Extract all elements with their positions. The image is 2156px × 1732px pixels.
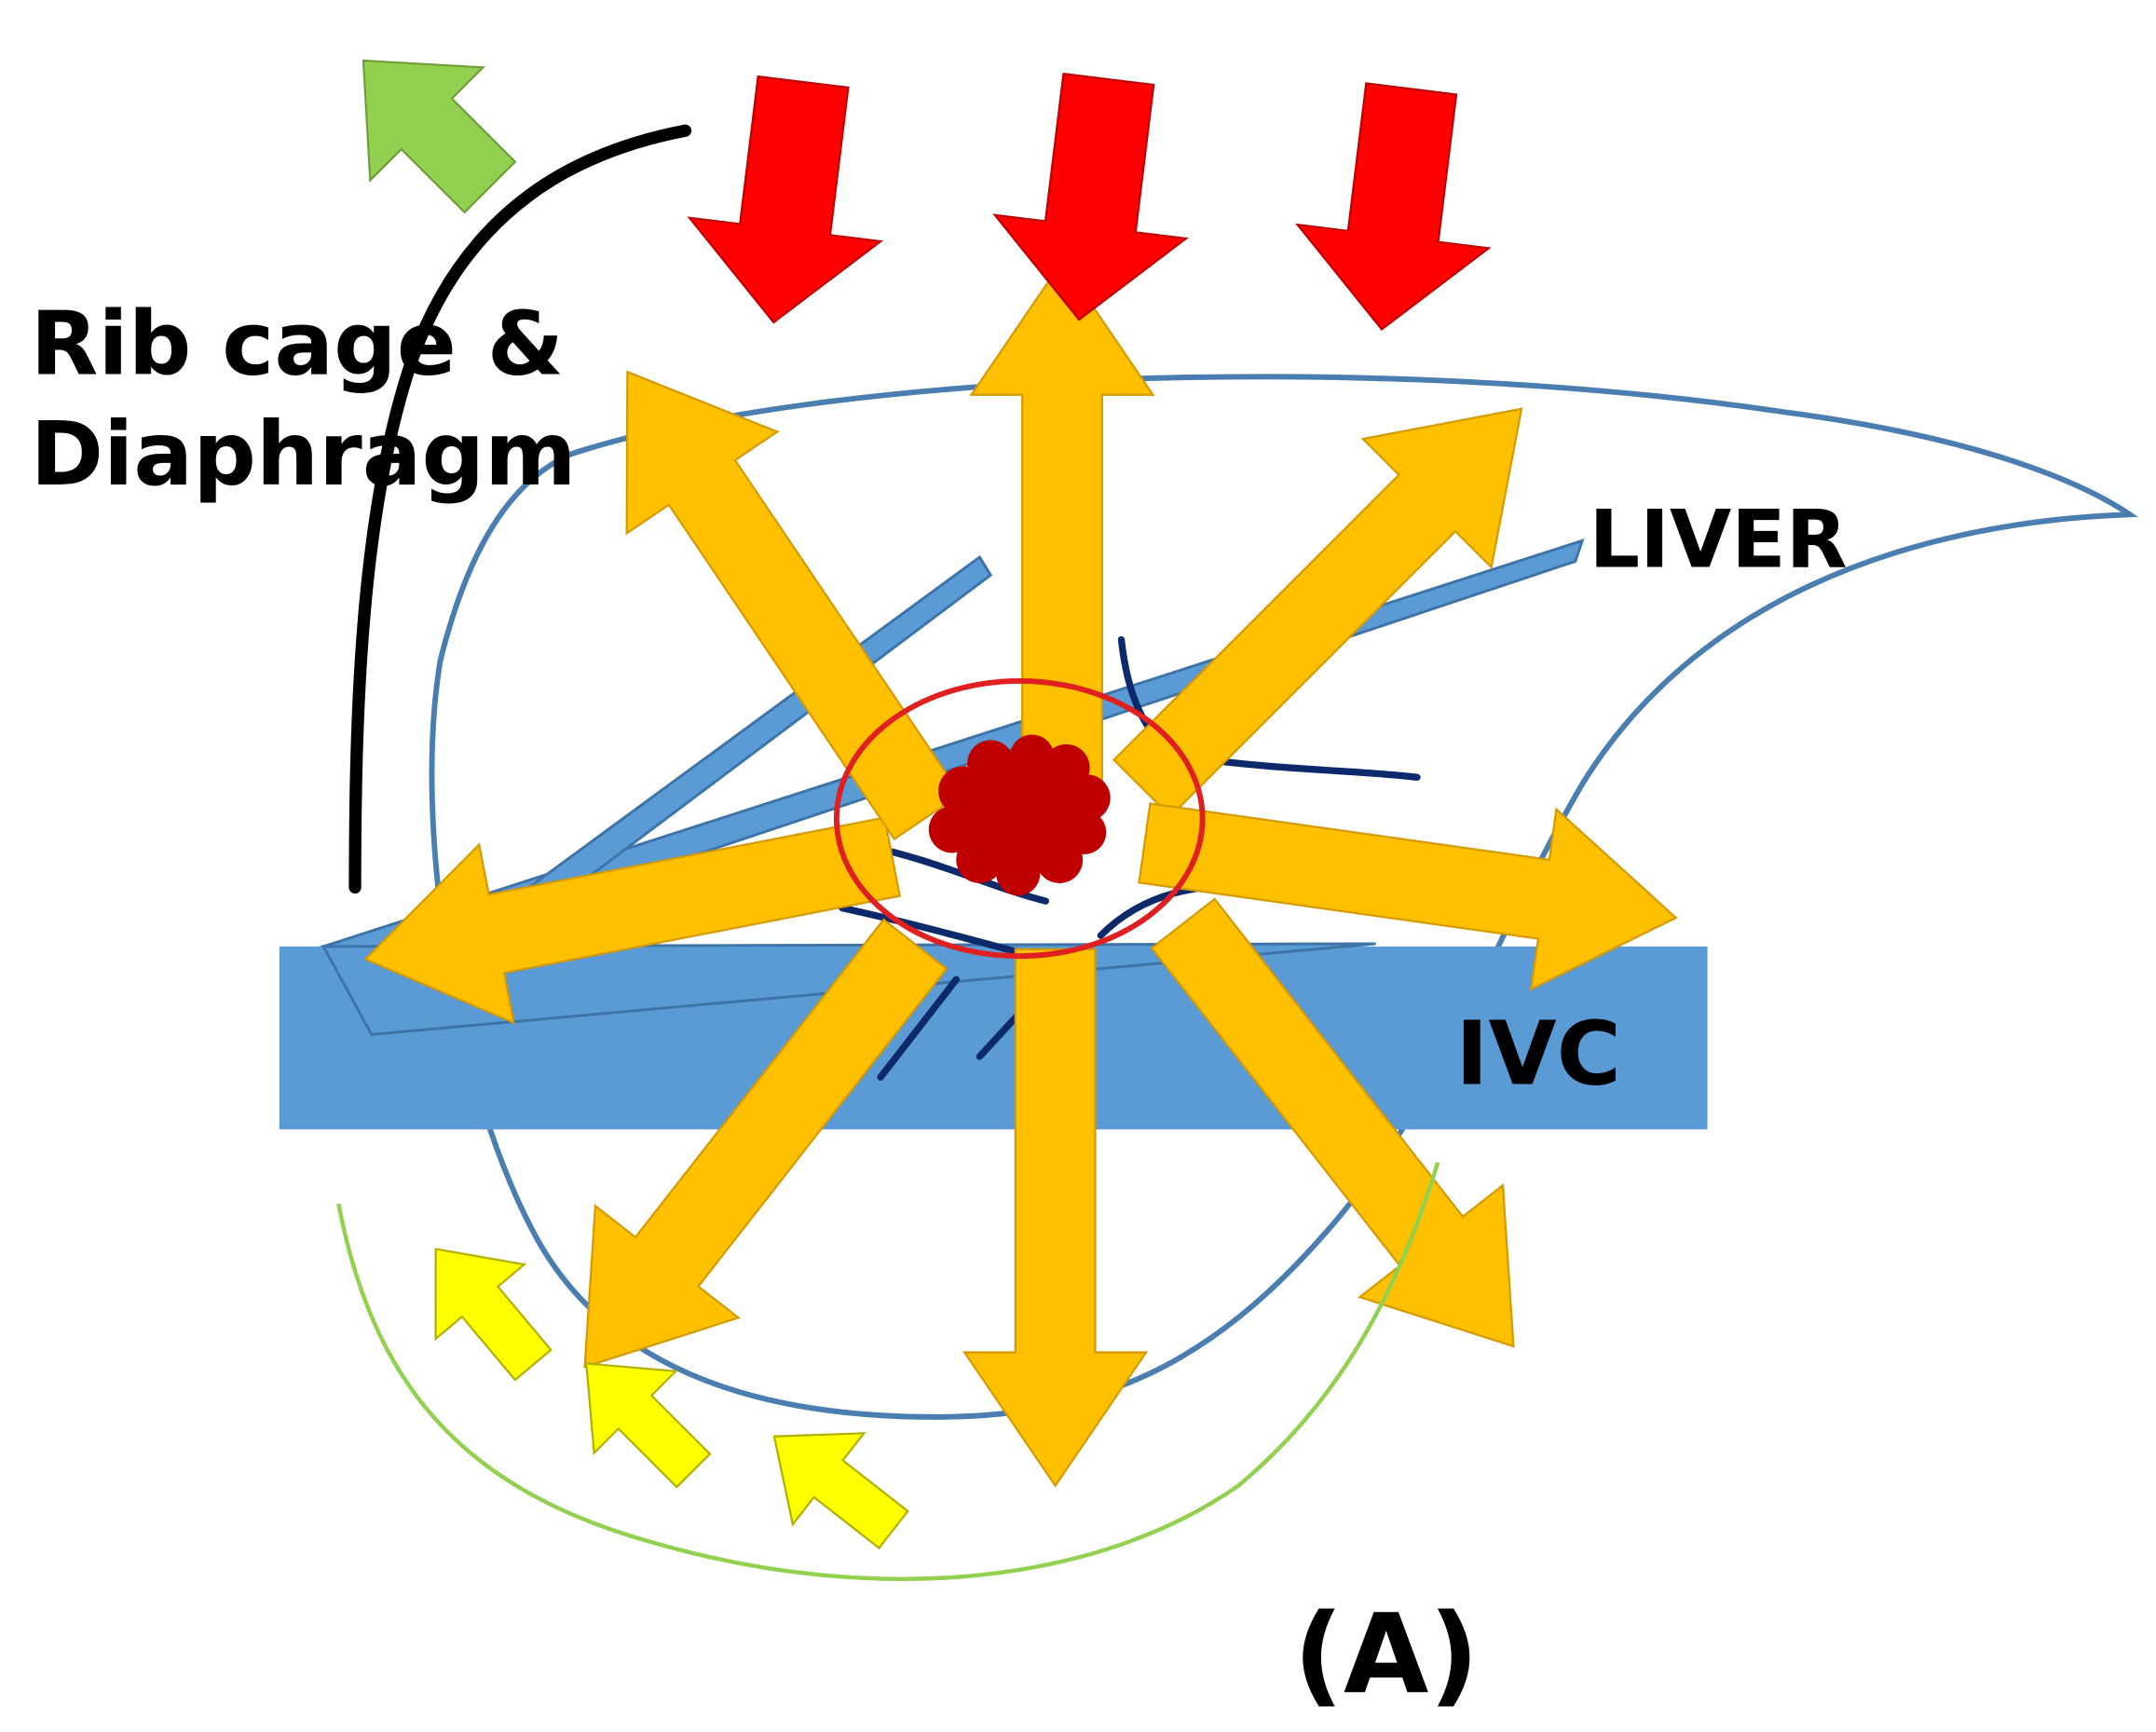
pressure-arrows: [687, 72, 1492, 331]
radial-arrow-icon: [583, 918, 948, 1369]
down-arrow-icon: [1295, 82, 1492, 331]
rib-cage-line: [348, 124, 692, 894]
radial-arrow-icon: [1112, 407, 1523, 818]
up-left-arrow-icon: [362, 59, 517, 214]
ivc-label: IVC: [1455, 1003, 1621, 1106]
radial-arrow-icon: [969, 259, 1155, 799]
radial-arrow-icon: [1150, 897, 1515, 1348]
tumor-focus-ring: [833, 677, 1206, 960]
up-right-arrow-icon: [434, 1248, 553, 1382]
radial-arrow-icon: [363, 816, 902, 1025]
tumor: [928, 734, 1111, 896]
down-arrow-icon: [687, 75, 884, 324]
rib-cage-label: Rib cage &: [31, 293, 565, 396]
radial-arrow-icon: [625, 370, 962, 841]
lift-arrows: [434, 1248, 909, 1550]
radial-arrow-icon: [962, 948, 1149, 1488]
up-right-arrow-icon: [772, 1432, 909, 1550]
diaphragm-label: Diaphragm: [31, 403, 577, 506]
liver-label: LIVER: [1590, 494, 1848, 586]
down-arrow-icon: [992, 72, 1189, 321]
lower-boundary-curve: [336, 1162, 1440, 1581]
radial-arrow-icon: [1138, 802, 1678, 991]
panel-label: (A): [1293, 1589, 1479, 1718]
up-right-arrow-icon: [585, 1362, 712, 1489]
expansion-arrows: [363, 259, 1678, 1488]
